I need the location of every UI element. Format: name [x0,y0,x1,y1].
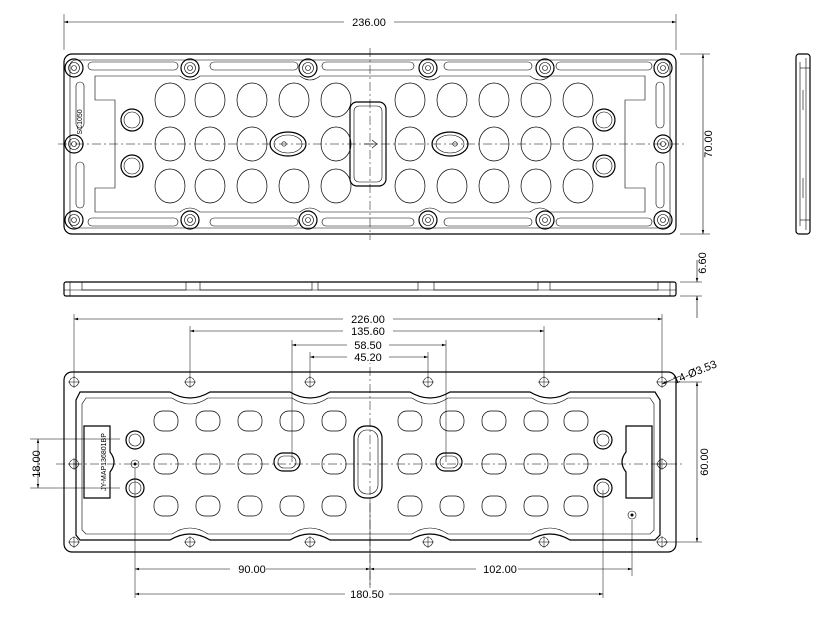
top-dimensions: 236.00 70.00 [63,14,715,235]
front-view: 6.60 [63,252,709,318]
lens [279,495,305,517]
lens [236,82,268,118]
lens [523,495,549,517]
top-view-lens-array [154,82,594,204]
bottom-view-left-bracket [83,425,115,499]
lens [320,168,352,204]
lens [153,495,179,517]
lens [153,410,179,432]
dim-hole-pitch-58: 58.50 [354,340,382,352]
bottom-view-left-slot [273,452,301,472]
lens [321,495,347,517]
mounting-hole [298,58,318,78]
lens [478,82,510,118]
top-view: SC1050 [58,48,684,240]
dim-thickness: 6.60 [697,252,709,273]
lens [236,168,268,204]
mounting-hole [298,210,318,230]
mounting-hole [180,210,200,230]
dim-hole-pitch-outer: 226.00 [351,314,385,326]
locating-pin [627,510,637,520]
top-view-boss [120,108,144,132]
dim-left-height: 18.00 [31,450,43,478]
dim-bottom-total: 180.50 [350,589,384,601]
lens [321,410,347,432]
mounting-hole [418,210,438,230]
bottom-view-right-slot [435,452,463,472]
lens [439,495,465,517]
bottom-view-boss [593,430,613,450]
mounting-hole [422,536,434,548]
mounting-hole [64,58,84,78]
dim-top-length: 236.00 [352,17,386,29]
top-view-slots [75,61,665,227]
dim-hole-pitch-135: 135.60 [351,326,385,338]
lens [237,410,263,432]
dim-top-height: 70.00 [703,130,715,158]
dim-bottom-right: 102.00 [483,564,517,576]
lens [394,82,426,118]
lens [237,495,263,517]
lens [154,82,186,118]
lens [436,82,468,118]
dim-bottom-left: 90.00 [238,564,266,576]
top-part-mark: SC1050 [77,109,84,134]
mounting-hole [304,536,316,548]
lens [478,168,510,204]
lens [394,168,426,204]
mounting-hole [418,58,438,78]
mounting-hole [64,210,84,230]
lens [523,410,549,432]
bottom-view: JY-MAP136801BP [56,350,684,600]
bottom-view-center-slot [353,425,383,499]
top-view-boss [120,154,144,178]
lens [439,410,465,432]
bottom-part-mark: JY-MAP136801BP [101,433,108,491]
lens [563,410,589,432]
top-view-boss [592,154,616,178]
mounting-hole [535,58,555,78]
top-view-boss [592,108,616,132]
lens [397,410,423,432]
bottom-view-boss [125,430,145,450]
lens [562,168,594,204]
mounting-hole [653,58,673,78]
mounting-hole [180,58,200,78]
mounting-hole [538,536,550,548]
dim-hole-spec: 14-Ø3.53 [672,358,719,386]
lens [278,168,310,204]
lens [436,168,468,204]
bottom-view-inner-profile [75,391,661,541]
mounting-hole [68,536,80,548]
lens [563,495,589,517]
lens [481,495,507,517]
mounting-hole [184,536,196,548]
dim-hole-pitch-45: 45.20 [354,352,382,364]
lens [195,495,221,517]
lens [397,495,423,517]
lens [520,82,552,118]
mounting-hole [535,210,555,230]
side-view-right [795,53,811,235]
lens [520,168,552,204]
bottom-dimensions: 226.00 135.60 58.50 45.20 14-Ø3.53 60.00… [30,313,719,601]
lens [154,168,186,204]
lens [194,168,226,204]
lens [481,410,507,432]
bottom-view-right-bracket [621,425,653,499]
bottom-view-lens-array [153,410,589,517]
lens [562,82,594,118]
lens [195,410,221,432]
mounting-hole [653,210,673,230]
lens [278,82,310,118]
lens [320,82,352,118]
top-view-pocket [94,75,646,213]
lens [194,82,226,118]
dim-side-height: 60.00 [699,448,711,476]
